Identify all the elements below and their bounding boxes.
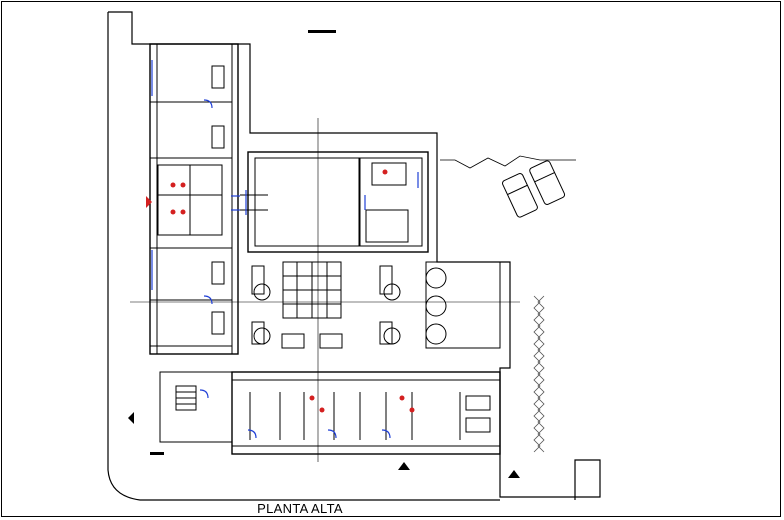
site-boundary: [108, 11, 601, 500]
kitchen: [359, 157, 423, 247]
planting-strip: [533, 295, 545, 453]
central-hall: [247, 151, 429, 253]
left-wing: [149, 43, 239, 355]
level-markers: [128, 30, 520, 478]
parking-edge: [440, 155, 576, 169]
toilet-fixtures: [146, 169, 415, 413]
deck: [425, 261, 501, 349]
site-boundary-curve: [107, 12, 500, 501]
parked-cars: [502, 160, 566, 218]
drawing-title: PLANTA ALTA: [257, 501, 343, 516]
stair-block: [159, 371, 233, 443]
doors: [151, 60, 419, 439]
